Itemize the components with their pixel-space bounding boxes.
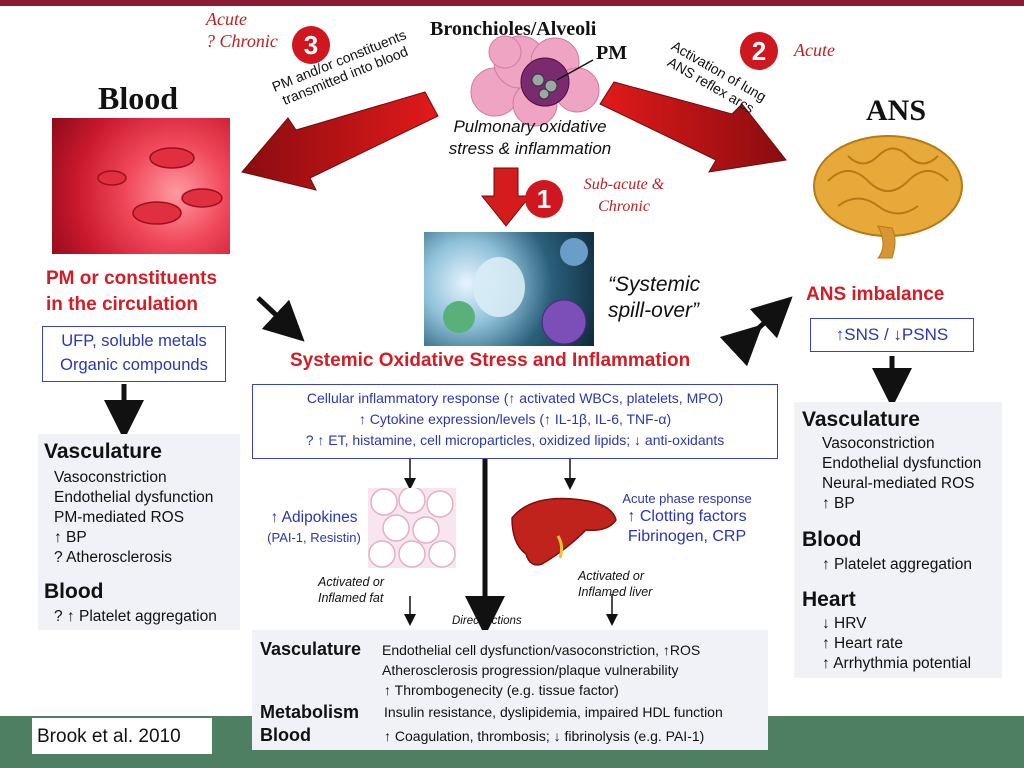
bottom-blood-label: Blood xyxy=(260,725,311,745)
inflammatory-cells-image xyxy=(424,232,594,346)
systemic-line-1: Cellular inflammatory response (↑ activa… xyxy=(306,390,724,406)
path3-timing: Acute ? Chronic xyxy=(206,8,278,52)
right-vasc-item: ↑ BP xyxy=(822,495,855,512)
right-margin xyxy=(1003,6,1024,716)
blood-to-systemic-arrow xyxy=(256,296,305,342)
bottom-vasc-text: Endothelial cell dysfunction/vasoconstri… xyxy=(382,640,700,700)
pulmonary-line-2: stress & inflammation xyxy=(448,139,612,158)
liver-text: Acute phase response ↑ Clotting factors … xyxy=(612,490,762,547)
blood-title: Blood xyxy=(98,80,179,116)
path1-number-badge: 1 xyxy=(525,180,563,218)
left-vasc-item: ↑ BP xyxy=(54,529,87,546)
liver-caption-line-2: Inflamed liver xyxy=(578,585,653,599)
right-blood-title: Blood xyxy=(802,528,862,551)
right-vasc-item: Endothelial dysfunction xyxy=(822,455,982,472)
path3-number-badge: 3 xyxy=(292,26,330,64)
path2-timing: Acute xyxy=(794,40,835,60)
pulmonary-line-1: Pulmonary oxidative xyxy=(453,117,607,136)
right-heart-item: ↑ Arrhythmia potential xyxy=(822,655,972,672)
path1-arrow xyxy=(480,167,532,227)
top-frame-bar xyxy=(0,0,1024,6)
pulmonary-text: Pulmonary oxidative stress & inflammatio… xyxy=(424,116,636,160)
bottom-vasc-line-3: ↑ Thrombogenecity (e.g. tissue factor) xyxy=(384,682,619,698)
right-heart-list: ↓ HRV ↑ Heart rate ↑ Arrhythmia potentia… xyxy=(822,614,971,674)
left-blood-item: ? ↑ Platelet aggregation xyxy=(54,608,217,625)
left-margin xyxy=(0,6,36,716)
blood-box-line-2: Organic compounds xyxy=(60,356,208,374)
citation: Brook et al. 2010 xyxy=(37,726,181,747)
liver-line-2: ↑ Clotting factors xyxy=(627,508,747,525)
blood-heading-line-1: PM or constituents xyxy=(46,268,218,289)
ans-title: ANS xyxy=(866,94,927,127)
ans-systemic-double-arrow xyxy=(719,296,793,367)
blood-box-line-1: UFP, soluble metals xyxy=(61,332,207,350)
bottom-vasc-line-1: Endothelial cell dysfunction/vasoconstri… xyxy=(382,642,701,658)
systemic-line-2: ↑ Cytokine expression/levels (↑ IL-1β, I… xyxy=(358,411,672,427)
bottom-outcomes-panel: Vasculature Endothelial cell dysfunction… xyxy=(252,630,768,750)
right-heart-item: ↓ HRV xyxy=(822,615,867,632)
path2-number-badge: 2 xyxy=(740,32,778,70)
bottom-vasc-label: Vasculature xyxy=(260,639,362,659)
right-vasc-title: Vasculature xyxy=(802,408,920,431)
brain-image xyxy=(813,135,963,259)
liver-line-1: Acute phase response xyxy=(622,491,752,506)
path3-timing-line-1: Acute xyxy=(206,9,247,29)
fat-caption-line-2: Inflamed fat xyxy=(318,591,384,605)
left-vasc-item: ? Atherosclerosis xyxy=(54,549,173,566)
spillover-line-2: spill-over” xyxy=(608,299,700,322)
citation-box xyxy=(32,718,212,754)
direct-actions-label: Direct actions xyxy=(452,615,522,627)
right-blood-item: ↑ Platelet aggregation xyxy=(822,556,972,573)
adipose-tissue-image xyxy=(368,488,456,568)
left-blood-title: Blood xyxy=(44,580,104,603)
right-heart-title: Heart xyxy=(802,588,856,611)
left-vasc-item: Endothelial dysfunction xyxy=(54,489,214,506)
liver-caption-line-1: Activated or xyxy=(578,569,645,583)
right-heart-item: ↑ Heart rate xyxy=(822,635,903,652)
right-vasc-item: Vasoconstriction xyxy=(822,435,935,452)
fat-line-2: (PAI-1, Resistin) xyxy=(267,530,361,545)
lung-alveoli-image xyxy=(470,35,600,127)
right-vasc-list: Vasoconstriction Endothelial dysfunction… xyxy=(822,434,981,514)
path3-arrow xyxy=(241,91,439,191)
blood-heading: PM or constituents in the circulation xyxy=(46,266,217,318)
bottom-blood-text: ↑ Coagulation, thrombosis; ↓ fibrinolysi… xyxy=(384,728,705,744)
bottom-metab-text: Insulin resistance, dyslipidemia, impair… xyxy=(384,704,723,720)
right-vasc-item: Neural-mediated ROS xyxy=(822,475,975,492)
spillover-line-1: “Systemic xyxy=(608,273,701,296)
blood-vessel-image xyxy=(52,118,230,254)
left-vasc-title: Vasculature xyxy=(44,440,162,463)
ans-heading: ANS imbalance xyxy=(806,284,945,305)
path1-timing-line-2: Chronic xyxy=(598,198,650,215)
left-vasc-item: PM-mediated ROS xyxy=(54,509,185,526)
ans-box: ↑SNS / ↓PSNS xyxy=(810,318,974,352)
path2-arrow xyxy=(599,81,787,173)
liver-caption: Activated or Inflamed liver xyxy=(578,568,652,600)
liver-image xyxy=(511,497,617,566)
path1-timing: Sub-acute & Chronic xyxy=(574,174,674,218)
bottom-vasc-line-2: Atherosclerosis progression/plaque vulne… xyxy=(382,662,679,678)
bottom-metab-label: Metabolism xyxy=(260,702,360,722)
fat-caption-line-1: Activated or xyxy=(318,575,385,589)
spillover-text: “Systemic spill-over” xyxy=(608,272,700,324)
systemic-line-3: ? ↑ ET, histamine, cell microparticles, … xyxy=(305,432,725,448)
fat-caption: Activated or Inflamed fat xyxy=(318,574,384,606)
fat-line-1: ↑ Adipokines xyxy=(270,509,358,526)
fat-adipokines-text: ↑ Adipokines (PAI-1, Resistin) xyxy=(256,508,372,548)
liver-line-3: Fibrinogen, CRP xyxy=(627,528,747,545)
systemic-title: Systemic Oxidative Stress and Inflammati… xyxy=(290,350,691,371)
bronchioles-label: Bronchioles/Alveoli xyxy=(430,18,597,40)
pm-label: PM xyxy=(596,42,628,64)
right-effects-panel: Vasculature Vasoconstriction Endothelial… xyxy=(794,402,1002,678)
blood-heading-line-2: in the circulation xyxy=(46,294,199,315)
path3-timing-line-2: ? Chronic xyxy=(206,31,278,51)
path1-timing-line-1: Sub-acute & xyxy=(583,176,665,193)
systemic-box: Cellular inflammatory response (↑ activa… xyxy=(252,384,778,459)
left-vasc-item: Vasoconstriction xyxy=(54,469,167,486)
left-vasc-list: Vasoconstriction Endothelial dysfunction… xyxy=(54,468,213,568)
left-effects-panel: Vasculature Vasoconstriction Endothelial… xyxy=(38,434,240,630)
blood-constituents-box: UFP, soluble metals Organic compounds xyxy=(42,326,226,382)
